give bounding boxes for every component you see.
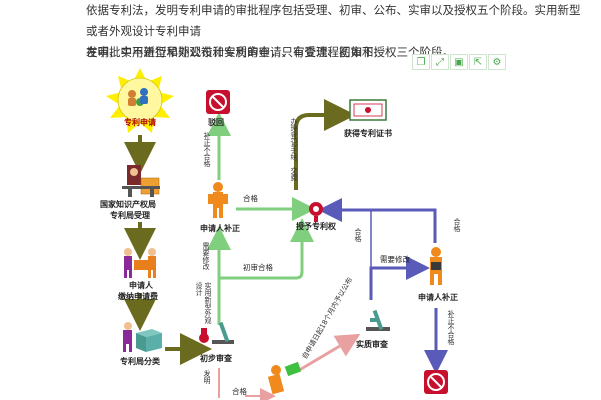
person-orange-icon [430, 247, 442, 285]
expand-icon[interactable]: ⤢ [431, 54, 449, 70]
edge-label-fix-to-reject: 补正不合格 [203, 132, 211, 167]
label-reject-1: 驳回 [208, 118, 224, 127]
person-orange-icon [208, 182, 228, 218]
people-carry-icon [124, 248, 156, 278]
reject-icon [424, 370, 448, 394]
label-fix-2: 申请人补正 [418, 293, 458, 302]
office-desk-icon [122, 165, 160, 197]
person-publish-icon [267, 361, 302, 395]
label-prelim: 初步审查 [200, 354, 232, 363]
node-classify [123, 322, 162, 352]
edge-label-utility-design: 实用新型外观设计 [195, 282, 212, 324]
edge-grant-to-certificate [294, 99, 356, 190]
edge-label-register: 办理登记手续、交费 [290, 118, 298, 181]
edge-fix2-to-grant [318, 198, 437, 243]
microscope-icon [199, 321, 234, 344]
label-classify: 专利局分类 [120, 357, 160, 366]
share-icon[interactable]: ⇱ [469, 54, 487, 70]
image-toolbar: ❐ ⤢ ▣ ⇱ ⚙ [412, 54, 508, 72]
node-grant [309, 202, 323, 222]
label-office-l1: 国家知识产权局 [100, 200, 156, 209]
node-reject-2 [424, 370, 448, 394]
node-fix-1 [208, 182, 228, 218]
label-pay-l2: 缴纳申请费 [118, 292, 158, 301]
node-publish [267, 361, 302, 395]
node-reject-1 [206, 90, 230, 114]
label-fix-1: 申请人补正 [200, 224, 240, 233]
label-certificate: 获得专利证书 [344, 129, 392, 138]
bookmark-icon[interactable]: ❐ [412, 54, 430, 70]
label-substantive: 实质审查 [356, 340, 388, 349]
edge-utility-to-grant [219, 218, 314, 280]
edge-label-invention: 发明 [203, 370, 211, 384]
label-grant: 授予专利权 [296, 222, 336, 231]
node-substantive [366, 309, 390, 331]
sun-icon [106, 68, 174, 133]
node-certificate [349, 99, 387, 121]
edge-label-fix-to-grant: 合格 [243, 194, 258, 203]
edge-label-pass-bottom: 合格 [232, 387, 247, 396]
seal-icon [309, 202, 323, 222]
edge-prelim-to-publish [218, 368, 276, 400]
edge-label-need-fix-1: 需要修改 [202, 242, 210, 270]
node-office [122, 165, 160, 197]
edge-label-prelim-pass: 初审合格 [243, 263, 273, 272]
edge-sub-need-fix [369, 256, 430, 300]
edge-label-grant-to-sub: 合格 [354, 228, 362, 242]
flowchart-lead: 发明、实用新型和外观设计专利的申请、审查流程图如下： [86, 45, 385, 59]
certificate-icon [349, 99, 387, 121]
edge-publish-to-sub [295, 333, 361, 374]
intro-line-2: 在审批中不进行早期公布和实质审查，只有受理、初审和授权三个阶段。 [86, 45, 454, 59]
label-pay-l1: 申请人 [129, 281, 153, 290]
node-prelim [199, 321, 234, 344]
edge-label-fix2-fail: 补正不合格 [447, 310, 455, 345]
edge-label-need-fix-2: 需要修改 [380, 255, 410, 264]
node-pay [124, 248, 156, 278]
label-office-l2: 专利局受理 [110, 211, 150, 220]
node-apply [106, 68, 174, 133]
save-icon[interactable]: ▣ [450, 54, 468, 70]
microscope-icon [366, 309, 390, 331]
node-fix-2 [430, 247, 442, 285]
settings-icon[interactable]: ⚙ [488, 54, 506, 70]
edge-label-fix2-pass: 合格 [453, 218, 461, 232]
person-box-icon [123, 322, 162, 352]
intro-text: 依据专利法，发明专利申请的审批程序包括受理、初审、公布、实审以及授权五个阶段。实… [86, 0, 591, 63]
reject-icon [206, 90, 230, 114]
label-apply: 专利申请 [124, 118, 156, 127]
intro-line-1: 依据专利法，发明专利申请的审批程序包括受理、初审、公布、实审以及授权五个阶段。实… [86, 3, 581, 38]
